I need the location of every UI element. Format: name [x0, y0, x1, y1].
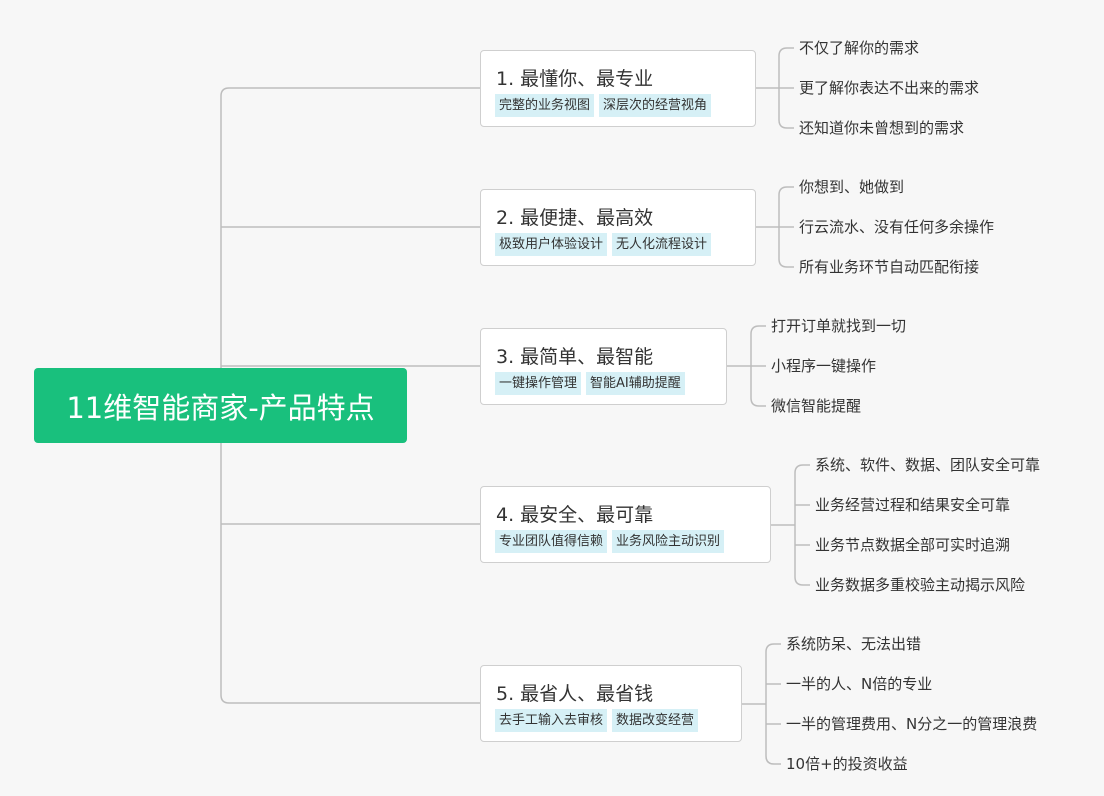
leaf-item[interactable]: 业务节点数据全部可实时追溯 — [815, 536, 1011, 554]
branch-tag: 智能AI辅助提醒 — [586, 372, 685, 395]
branch-node-1[interactable]: 1. 最懂你、最专业 完整的业务视图 深层次的经营视角 — [480, 50, 756, 127]
root-label: 11维智能商家-产品特点 — [66, 390, 375, 425]
connector-line — [794, 464, 810, 474]
branch-title: 5. 最省人、最省钱 — [496, 683, 654, 705]
branch-node-3[interactable]: 3. 最简单、最智能 一键操作管理 智能AI辅助提醒 — [480, 328, 727, 405]
connector-line — [765, 643, 781, 653]
connector-line — [794, 576, 810, 586]
leaf-item[interactable]: 微信智能提醒 — [771, 397, 862, 415]
leaf-item[interactable]: 所有业务环节自动匹配衔接 — [799, 258, 980, 276]
branch-tag: 无人化流程设计 — [612, 233, 712, 256]
connector-line — [778, 186, 794, 196]
connector-line — [778, 258, 794, 268]
leaf-item[interactable]: 系统防呆、无法出错 — [786, 635, 922, 653]
branch-tag: 一键操作管理 — [495, 372, 582, 395]
branch-title: 4. 最安全、最可靠 — [496, 504, 654, 526]
branch-tag: 完整的业务视图 — [495, 94, 595, 117]
connector-line — [765, 755, 781, 765]
connector-line — [778, 47, 794, 57]
branch-tag: 深层次的经营视角 — [599, 94, 712, 117]
branch-title: 2. 最便捷、最高效 — [496, 207, 654, 229]
branch-node-4[interactable]: 4. 最安全、最可靠 专业团队值得信赖 业务风险主动识别 — [480, 486, 771, 563]
branch-tag: 业务风险主动识别 — [612, 530, 725, 553]
branch-tag: 极致用户体验设计 — [495, 233, 608, 256]
leaf-item[interactable]: 小程序一键操作 — [771, 357, 877, 375]
connector-line — [778, 119, 794, 129]
connector-line — [750, 397, 766, 407]
leaf-item[interactable]: 10倍+的投资收益 — [786, 755, 908, 773]
branch-title: 1. 最懂你、最专业 — [496, 68, 654, 90]
leaf-item[interactable]: 打开订单就找到一切 — [771, 317, 907, 335]
leaf-item[interactable]: 系统、软件、数据、团队安全可靠 — [815, 456, 1041, 474]
leaf-item[interactable]: 不仅了解你的需求 — [799, 39, 920, 57]
connector-line — [220, 87, 480, 97]
leaf-item[interactable]: 业务经营过程和结果安全可靠 — [815, 496, 1011, 514]
leaf-item[interactable]: 业务数据多重校验主动揭示风险 — [815, 576, 1026, 594]
connector-line — [750, 325, 766, 335]
leaf-item[interactable]: 行云流水、没有任何多余操作 — [799, 218, 995, 236]
leaf-item[interactable]: 更了解你表达不出来的需求 — [799, 79, 980, 97]
branch-tag: 数据改变经营 — [612, 709, 699, 732]
branch-node-2[interactable]: 2. 最便捷、最高效 极致用户体验设计 无人化流程设计 — [480, 189, 756, 266]
leaf-item[interactable]: 一半的人、N倍的专业 — [786, 675, 933, 693]
leaf-item[interactable]: 还知道你未曾想到的需求 — [799, 119, 965, 137]
root-node[interactable]: 11维智能商家-产品特点 — [34, 368, 407, 443]
branch-tag: 去手工输入去审核 — [495, 709, 608, 732]
branch-title: 3. 最简单、最智能 — [496, 346, 654, 368]
leaf-item[interactable]: 一半的管理费用、N分之一的管理浪费 — [786, 715, 1038, 733]
branch-tag: 专业团队值得信赖 — [495, 530, 608, 553]
leaf-item[interactable]: 你想到、她做到 — [799, 178, 905, 196]
connector-line — [220, 694, 480, 704]
branch-node-5[interactable]: 5. 最省人、最省钱 去手工输入去审核 数据改变经营 — [480, 665, 742, 742]
